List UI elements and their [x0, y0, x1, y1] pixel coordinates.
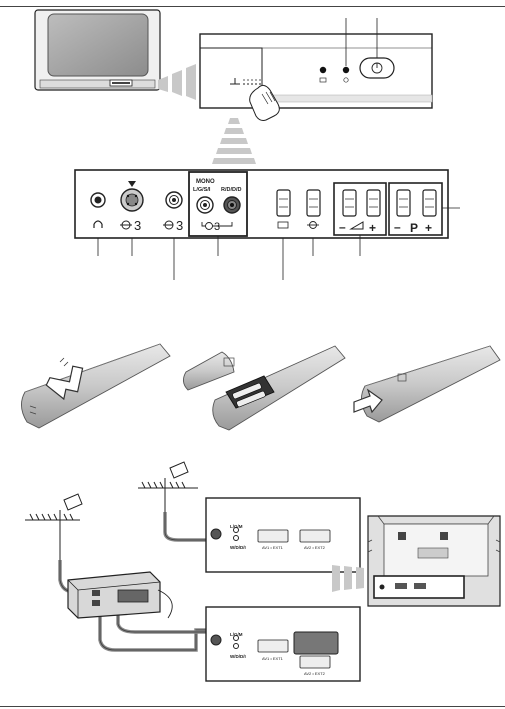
hand-press-icon: [249, 84, 280, 121]
programme-up-button[interactable]: [422, 189, 437, 217]
power-led: [342, 66, 350, 74]
av-toggle-button[interactable]: [306, 189, 321, 229]
bottom-rule: [0, 706, 505, 707]
audio-left-label: L/G/S/I: [193, 187, 211, 193]
tv-rear-view: [367, 515, 501, 607]
push-arrow-icon: [353, 388, 383, 414]
programme-minus-label: –: [394, 220, 401, 234]
rear-panel-upper: L/G/M W/D/D/I AV1 • EXT1 AV2 • EXT2: [205, 497, 361, 573]
menu-icon: [277, 221, 289, 229]
mono-label: MONO: [196, 179, 215, 185]
upper-wdir-label: W/D/D/I: [230, 545, 246, 550]
audio-input-group: MONO L/G/S/I R/D/D/D 3: [188, 171, 248, 237]
lower-av2-label: AV2 • EXT2: [304, 671, 326, 676]
upper-scart-2: [299, 529, 331, 543]
rear-panel-lower: L/G/M W/D/D/I AV1 • EXT1 AV2 • EXT2: [205, 606, 361, 682]
lower-scart-2: [299, 655, 331, 669]
volume-minus-label: –: [339, 220, 346, 234]
timer-icon: [343, 77, 349, 83]
programme-p-label: P: [410, 221, 418, 235]
volume-plus-label: +: [369, 221, 376, 235]
programme-plus-label: +: [425, 221, 432, 235]
audio-right-label: R/D/D/D: [221, 187, 242, 193]
front-connector-panel: 3 3 MONO L/G/S/I R/D/D/D 3: [74, 169, 460, 280]
lower-av1-label: AV1 • EXT1: [262, 656, 284, 661]
standby-led: [319, 66, 327, 74]
battery-1: [232, 382, 262, 400]
video-socket: 3: [163, 191, 183, 233]
battery-2: [236, 390, 266, 408]
volume-icon: [349, 221, 364, 230]
upper-av2-label: AV2 • EXT2: [304, 545, 326, 550]
vcr-device: [67, 571, 173, 619]
front-door-panel: [199, 18, 433, 121]
volume-down-button[interactable]: [342, 189, 357, 217]
zoom-stripes-rear: [332, 565, 364, 592]
slide-arrow-icon: [45, 365, 84, 401]
tv-front-view: [34, 9, 161, 91]
top-rule: [0, 6, 505, 7]
headphone-jack: [90, 192, 106, 228]
remote-step-2-insert-batteries: [183, 345, 346, 431]
remote-step-3-close-cover: [353, 345, 501, 423]
headphone-icon: [93, 220, 103, 225]
antenna-left: [25, 493, 83, 560]
upper-av1-label: AV1 • EXT1: [262, 545, 284, 550]
upper-lgm-label: L/G/M: [230, 524, 243, 529]
video-av3-label: 3: [176, 218, 183, 233]
antenna-top: [138, 461, 198, 512]
lower-wdir-label: W/D/D/I: [230, 654, 246, 659]
lower-scart-1: [257, 639, 289, 653]
lower-lgm-label: L/G/M: [230, 632, 243, 637]
callout-lines: [97, 207, 460, 280]
programme-control-group: – P +: [388, 182, 443, 236]
programme-down-button[interactable]: [396, 189, 411, 217]
zoom-stripes-horizontal: [158, 64, 196, 100]
scart-plug: [293, 631, 339, 655]
menu-toggle-button[interactable]: [276, 189, 291, 229]
zoom-stripes-vertical: [212, 118, 256, 164]
upper-scart-1: [257, 529, 289, 543]
svideo-av3-label: 3: [134, 218, 141, 233]
volume-up-button[interactable]: [366, 189, 381, 217]
audio-input-icon: [205, 222, 213, 230]
remote-step-1-open-cover: [21, 343, 171, 429]
svideo-socket: 3: [120, 181, 144, 233]
audio-av3-label: 3: [214, 221, 220, 233]
